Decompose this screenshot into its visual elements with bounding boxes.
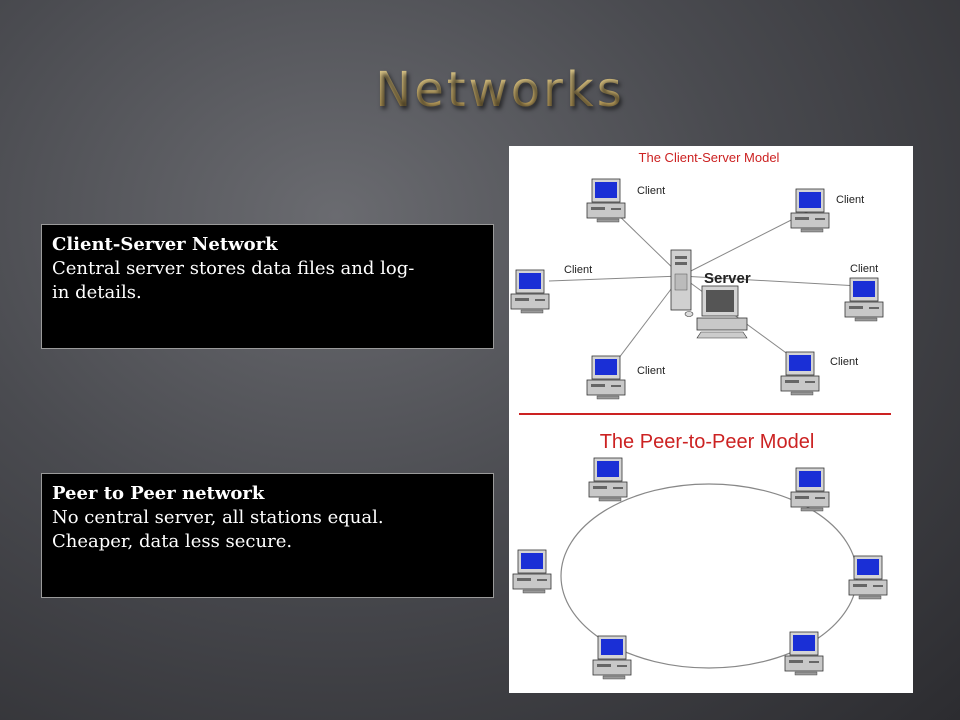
client-label-2: Client: [836, 194, 864, 206]
network-diagram-svg: The Client-Server Model Server: [510, 150, 891, 680]
peer-pc-5: [592, 635, 632, 680]
client-pc-1: [586, 178, 626, 223]
client-server-heading: Client-Server Network: [52, 234, 278, 255]
peer-to-peer-textbox: Peer to Peer network No central server, …: [41, 473, 494, 598]
peer-to-peer-heading: Peer to Peer network: [52, 483, 265, 504]
peer-to-peer-line-1: No central server, all stations equal.: [52, 507, 384, 528]
peer-to-peer-model-title: The Peer-to-Peer Model: [600, 431, 815, 453]
client-pc-4: [844, 277, 884, 322]
server-label: Server: [704, 270, 751, 287]
client-pc-5: [586, 355, 626, 400]
client-server-line-2: in details.: [52, 282, 142, 303]
peer-pc-6: [784, 631, 824, 676]
client-pc-3: [510, 269, 550, 314]
client-server-textbox: Client-Server Network Central server sto…: [41, 224, 494, 349]
client-label-5: Client: [637, 365, 665, 377]
client-label-3: Client: [564, 264, 592, 276]
client-pc-6: [780, 351, 820, 396]
client-server-line-1: Central server stores data files and log…: [52, 258, 415, 279]
client-label-1: Client: [637, 185, 665, 197]
peer-pc-3: [512, 549, 552, 594]
client-server-model-title: The Client-Server Model: [639, 150, 780, 165]
slide-title: Networks: [0, 62, 960, 118]
peer-pc-4: [848, 555, 888, 600]
peer-pc-1: [588, 457, 628, 502]
client-pc-2: [790, 188, 830, 233]
network-diagram-image: The Client-Server Model Server: [509, 146, 913, 693]
client-label-4: Client: [850, 263, 878, 275]
peer-to-peer-line-2: Cheaper, data less secure.: [52, 531, 293, 552]
client-label-6: Client: [830, 356, 858, 368]
peer-pc-2: [790, 467, 830, 512]
server-icon: [670, 249, 748, 339]
